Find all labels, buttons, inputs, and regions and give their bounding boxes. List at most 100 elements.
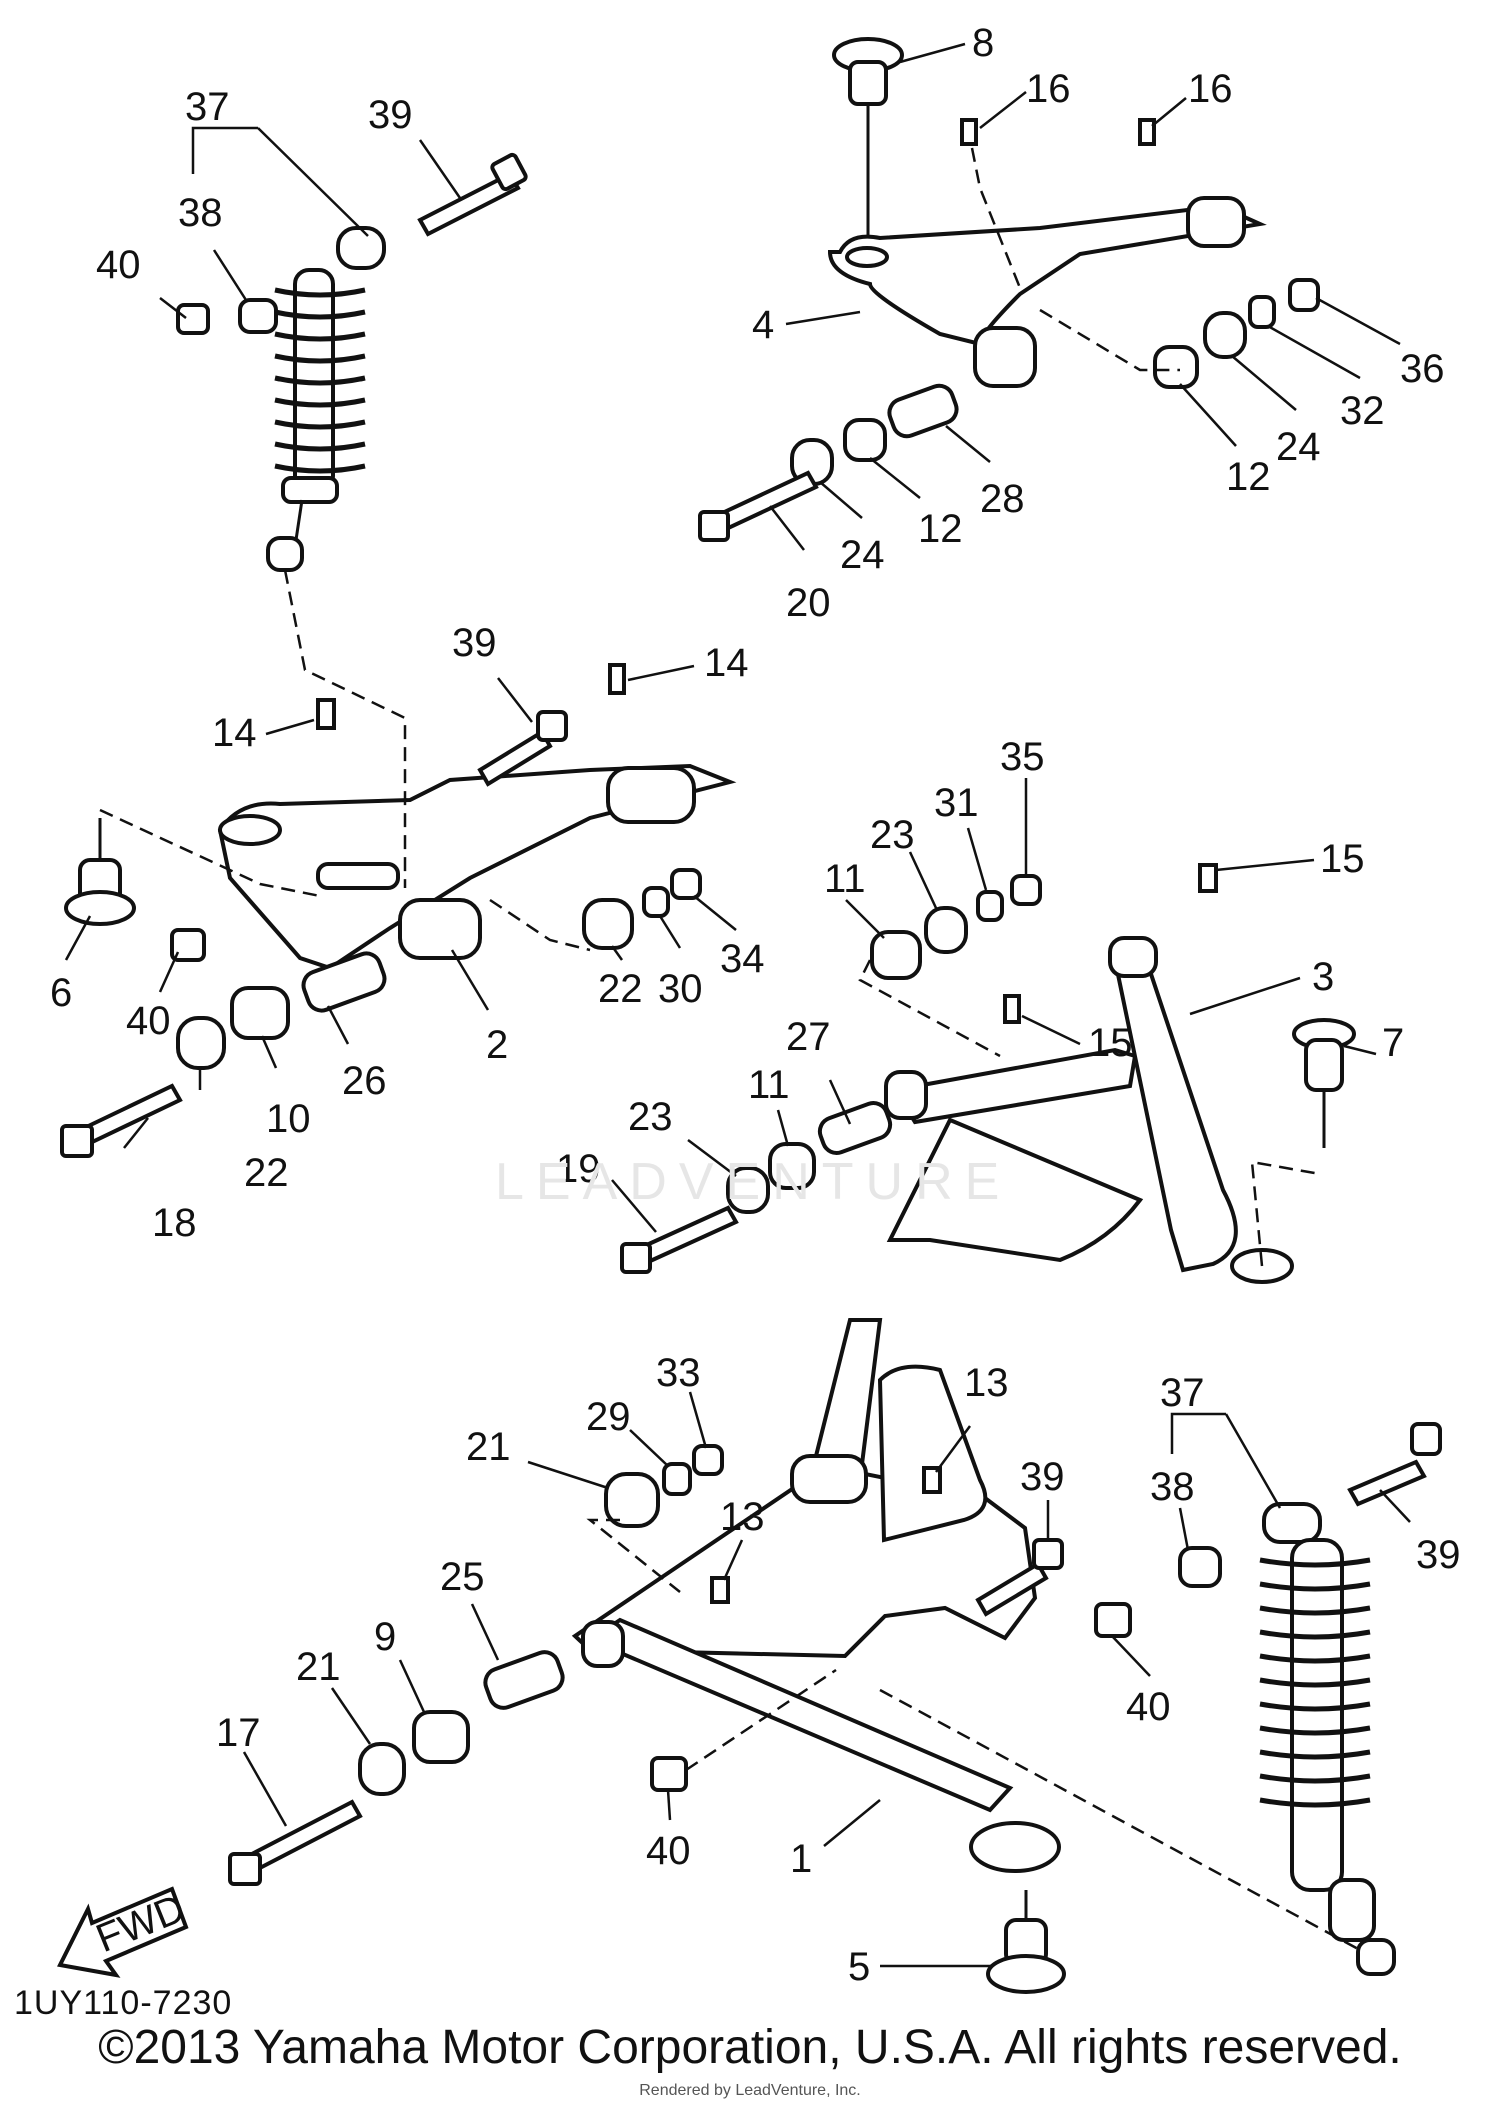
bushing-9 bbox=[412, 1710, 470, 1764]
callout: 23 bbox=[870, 813, 915, 857]
callout: 30 bbox=[658, 967, 703, 1011]
grease-fitting-13-bottom bbox=[710, 1576, 730, 1604]
nut-40-lower-left bbox=[650, 1756, 688, 1792]
callout: 31 bbox=[934, 781, 979, 825]
callout: 12 bbox=[918, 507, 963, 551]
callout: 15 bbox=[1088, 1021, 1133, 1065]
watermark: LEADVENTURE bbox=[495, 1153, 1012, 1211]
callout: 22 bbox=[598, 967, 643, 1011]
callout: 24 bbox=[840, 533, 885, 577]
bushing-11-bottom bbox=[768, 1142, 816, 1190]
callout: 3 bbox=[1312, 955, 1334, 999]
bushing-10 bbox=[230, 986, 290, 1040]
nut-35 bbox=[1010, 874, 1042, 906]
washer-23-top bbox=[924, 906, 968, 954]
washer-21-bottom bbox=[358, 1742, 406, 1796]
bolt-39-lower-right bbox=[1347, 1422, 1442, 1507]
collar-25 bbox=[483, 1650, 565, 1710]
callout: 2 bbox=[486, 1023, 508, 1067]
callout: 39 bbox=[452, 621, 497, 665]
bushing-12-left bbox=[843, 418, 887, 462]
callout: 11 bbox=[748, 1063, 790, 1107]
fwd-arrow-icon: FWD bbox=[57, 1886, 191, 1978]
nut-40-upper-left bbox=[176, 303, 210, 335]
spacer-30 bbox=[642, 886, 670, 918]
dash-nut-40 bbox=[685, 1668, 837, 1772]
lower-arm-1 bbox=[571, 1318, 1061, 1873]
nut-36 bbox=[1288, 278, 1320, 312]
callout: 37 bbox=[1160, 1371, 1205, 1415]
callout: 37 bbox=[185, 85, 230, 129]
callout: 40 bbox=[646, 1829, 691, 1873]
fwd-label: FWD bbox=[90, 1886, 191, 1961]
dash-shock-lower bbox=[879, 1688, 1361, 1952]
dash-arm-1-bushing bbox=[586, 1518, 681, 1593]
copyright-notice: ©2013 Yamaha Motor Corporation, U.S.A. A… bbox=[98, 2021, 1402, 2074]
callout: 39 bbox=[1416, 1533, 1461, 1577]
nut-33 bbox=[692, 1444, 724, 1476]
callout: 17 bbox=[216, 1711, 261, 1755]
ball-joint-5 bbox=[986, 1890, 1066, 1994]
callout: 35 bbox=[1000, 735, 1045, 779]
washer-24-right bbox=[1203, 311, 1247, 359]
callout: 25 bbox=[440, 1555, 485, 1599]
bushing-21-top bbox=[604, 1472, 660, 1528]
callout: 6 bbox=[50, 971, 72, 1015]
nut-34 bbox=[670, 868, 702, 900]
upper-arm-4 bbox=[827, 196, 1267, 388]
shock-absorber-upper-left bbox=[266, 226, 386, 572]
callout: 21 bbox=[466, 1425, 511, 1469]
grease-fitting-13-top bbox=[922, 1466, 942, 1494]
callout: 23 bbox=[628, 1095, 673, 1139]
callout: 8 bbox=[972, 21, 994, 65]
dash-arm-3 bbox=[858, 959, 1001, 1058]
callout: 40 bbox=[96, 243, 141, 287]
callouts: 37 39 38 40 8 16 16 4 12 24 32 36 28 12 … bbox=[50, 21, 1461, 1989]
bolt-18 bbox=[60, 1083, 183, 1158]
callout: 20 bbox=[786, 581, 831, 625]
bolt-39-upper-left bbox=[417, 152, 528, 237]
spacer-31 bbox=[976, 890, 1004, 922]
bushing-12-right bbox=[1153, 345, 1199, 389]
dash-ball-joint-6 bbox=[99, 808, 321, 898]
dash-ball-joint-7 bbox=[1250, 1160, 1321, 1267]
washer-23-bottom bbox=[726, 1166, 770, 1214]
callout: 15 bbox=[1320, 837, 1365, 881]
callout: 14 bbox=[212, 711, 257, 755]
grease-fitting-16-right bbox=[1138, 118, 1156, 146]
callout: 4 bbox=[752, 303, 774, 347]
callout: 40 bbox=[126, 999, 171, 1043]
callout: 22 bbox=[244, 1151, 289, 1195]
callout: 16 bbox=[1026, 67, 1071, 111]
callout: 24 bbox=[1276, 425, 1321, 469]
bolt-17 bbox=[228, 1799, 363, 1886]
bushing-11-top bbox=[870, 930, 922, 980]
callout: 16 bbox=[1188, 67, 1233, 111]
callout: 39 bbox=[1020, 1455, 1065, 1499]
bolt-20 bbox=[698, 470, 819, 542]
callout: 39 bbox=[368, 93, 413, 137]
washer-22-left bbox=[176, 1016, 226, 1070]
grease-fitting-15-middle bbox=[1003, 994, 1021, 1024]
grease-fitting-15-top bbox=[1198, 863, 1218, 893]
nut-40-lower-right bbox=[1094, 1602, 1132, 1638]
callout: 13 bbox=[964, 1361, 1009, 1405]
upper-arm-3 bbox=[884, 936, 1294, 1284]
callout: 38 bbox=[178, 191, 223, 235]
bushing-22-right bbox=[582, 898, 634, 950]
callout: 7 bbox=[1382, 1021, 1404, 1065]
collar-28 bbox=[887, 383, 959, 439]
ball-joint-7 bbox=[1292, 1018, 1356, 1148]
callout: 12 bbox=[1226, 455, 1271, 499]
dash-arm-2-bushing bbox=[489, 898, 591, 952]
callout: 5 bbox=[848, 1945, 870, 1989]
bolt-39-middle bbox=[477, 710, 568, 787]
spacer-32 bbox=[1248, 295, 1276, 329]
callout: 27 bbox=[786, 1015, 831, 1059]
bushing-38-upper-left bbox=[238, 298, 278, 334]
dash-upper-arm-right bbox=[1039, 308, 1180, 372]
bolt-39-lower-middle bbox=[975, 1538, 1064, 1617]
callout: 11 bbox=[824, 857, 866, 901]
grease-fitting-14-left bbox=[316, 698, 336, 730]
